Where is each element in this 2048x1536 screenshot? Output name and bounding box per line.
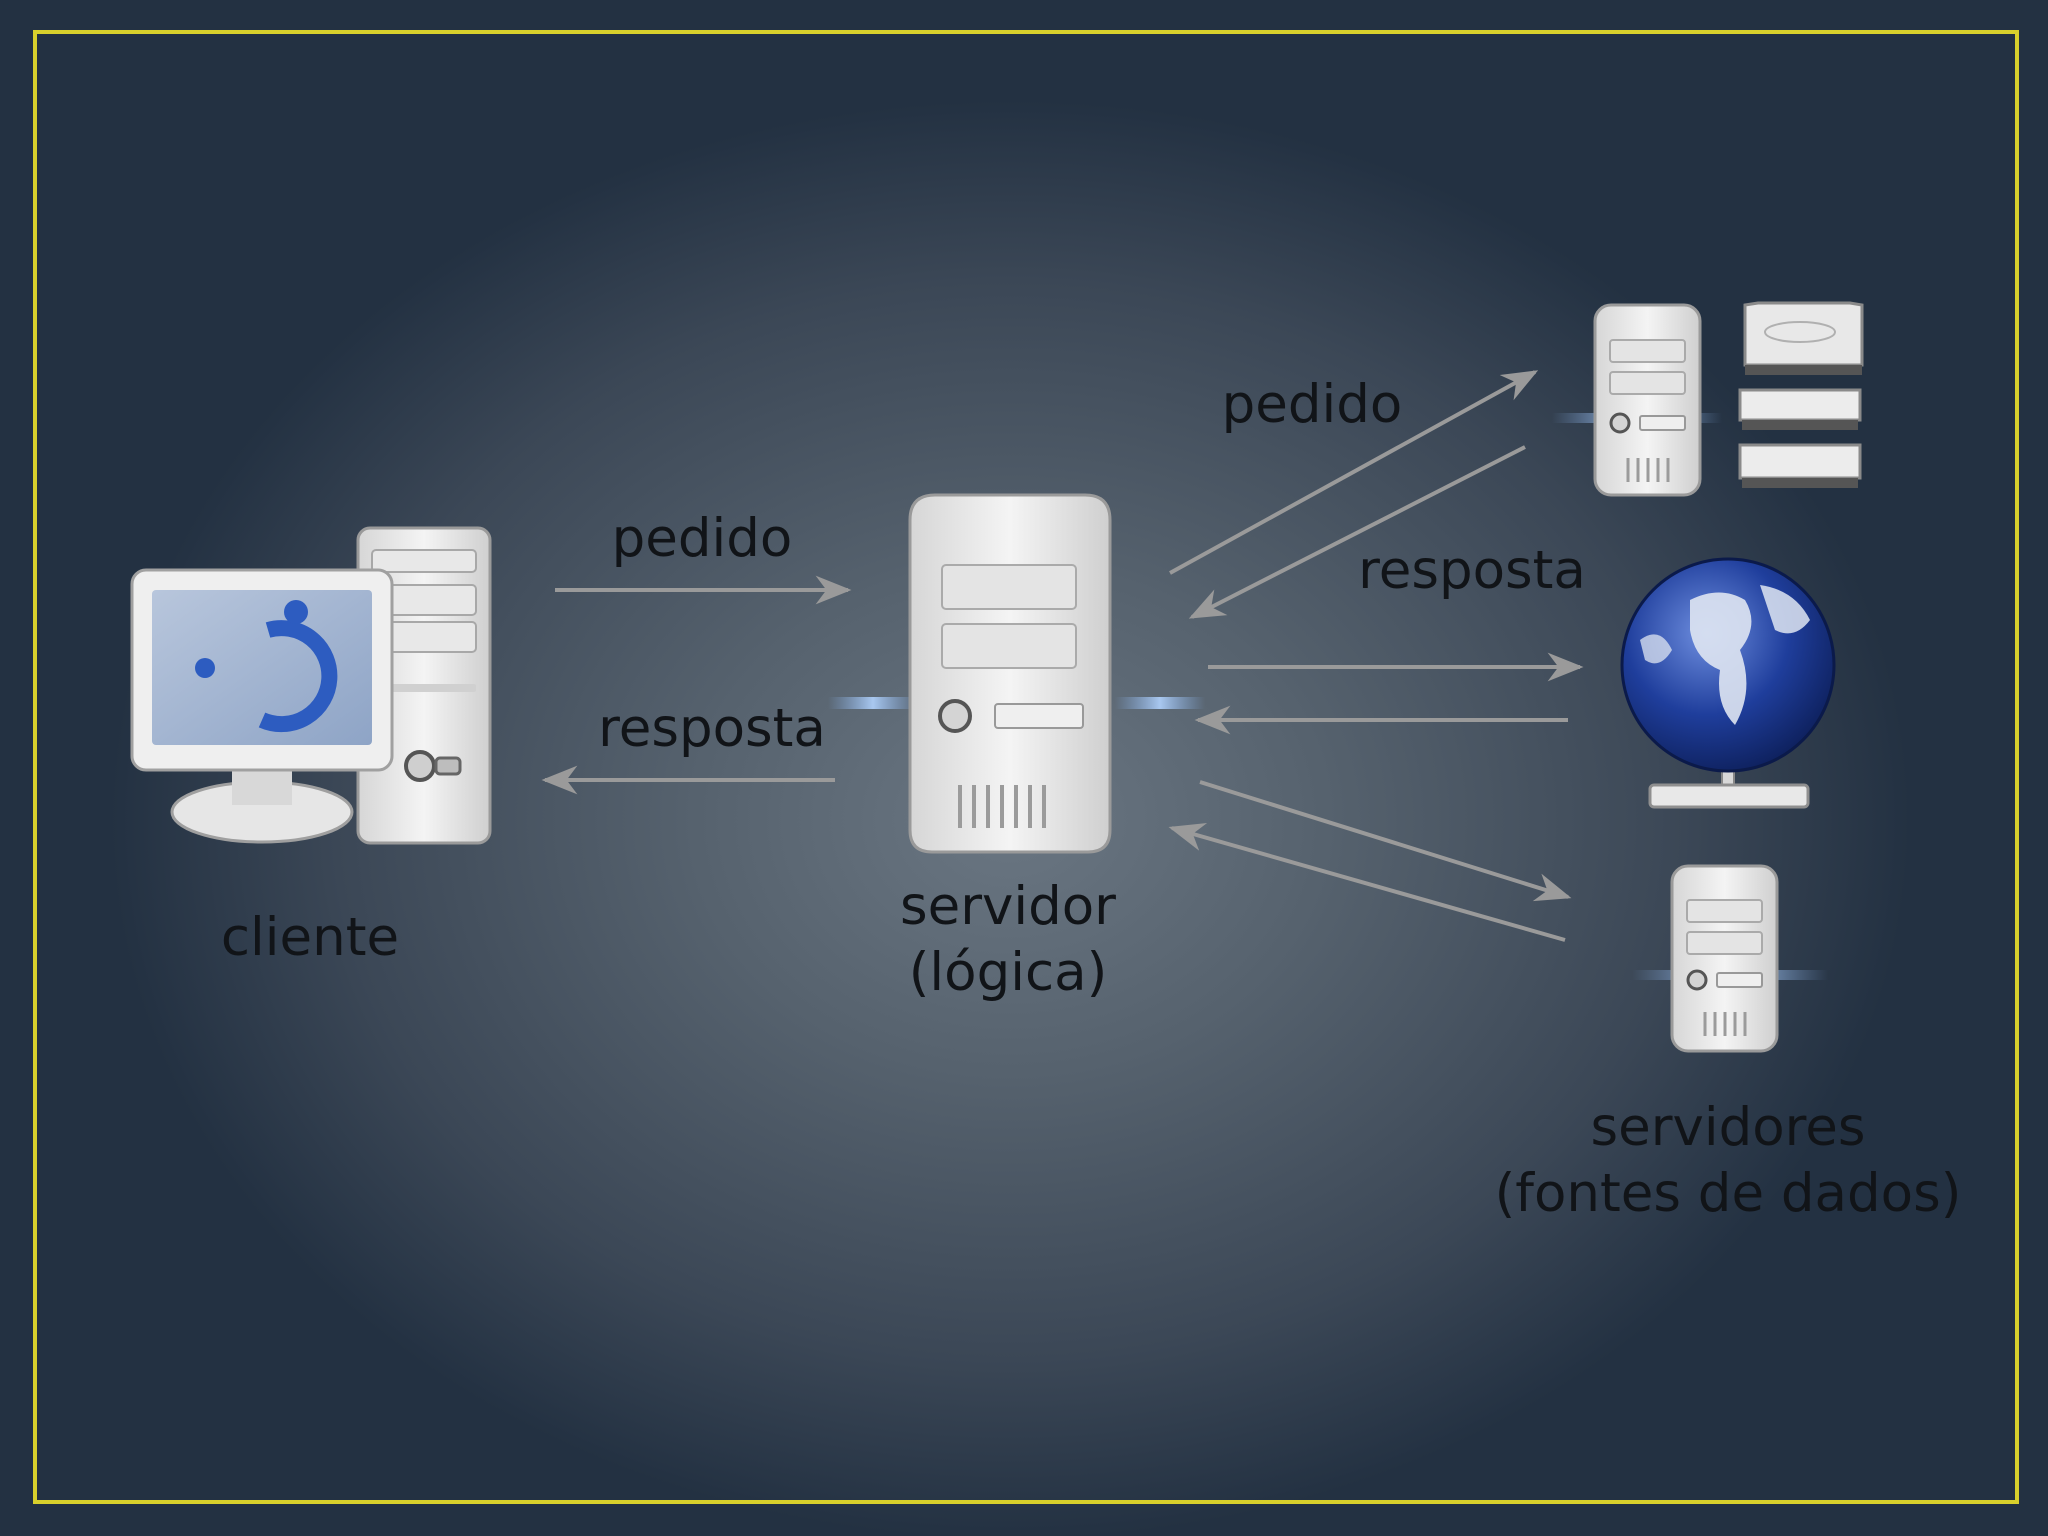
client-computer-icon <box>130 526 492 845</box>
client-label: cliente <box>221 907 399 968</box>
client-request-label: pedido <box>612 508 793 569</box>
logic-server-icon <box>828 493 1205 854</box>
data-server-icon <box>1632 864 1828 1053</box>
database-request-arrow <box>1169 370 1539 575</box>
logic-server-label: servidor <box>900 876 1116 937</box>
data-server-request-arrow <box>1199 780 1572 902</box>
data-server-response-arrow <box>1168 823 1566 942</box>
server-response-label: resposta <box>1358 540 1586 601</box>
slide-frame <box>33 30 2019 1504</box>
server-request-label: pedido <box>1222 374 1403 435</box>
data-servers-sublabel: (fontes de dados) <box>1495 1163 1962 1224</box>
client-response-label: resposta <box>598 698 826 759</box>
logic-server-sublabel: (lógica) <box>909 942 1108 1003</box>
disk-stack-icon <box>1738 301 1864 488</box>
data-servers-label: servidores <box>1590 1097 1865 1158</box>
database-server-icon <box>1552 303 1722 497</box>
database-response-arrow <box>1188 445 1526 619</box>
globe-icon <box>1620 557 1836 809</box>
